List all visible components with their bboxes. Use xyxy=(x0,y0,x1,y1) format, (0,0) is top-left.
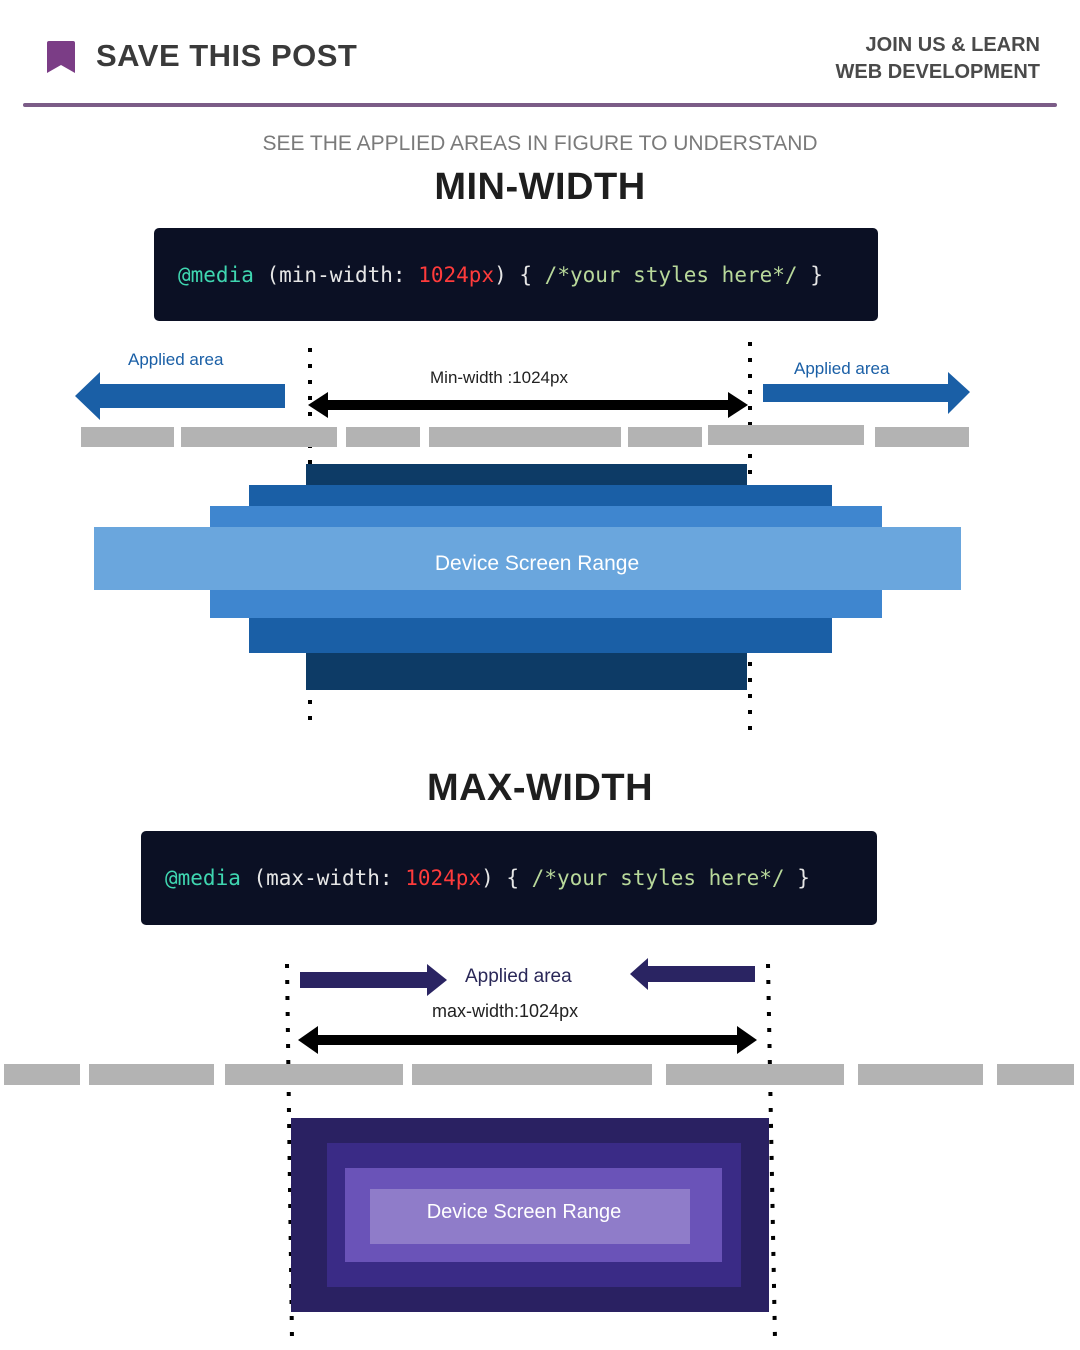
min-width-range-label: Min-width :1024px xyxy=(430,368,568,387)
max-width-diagram: Device Screen Range xyxy=(4,958,1074,1341)
code-number: 1024px xyxy=(405,866,482,890)
subtitle: SEE THE APPLIED AREAS IN FIGURE TO UNDER… xyxy=(262,132,818,155)
code-close: } xyxy=(784,866,810,890)
code-comment: /*your styles here*/ xyxy=(544,262,798,287)
device-screen-range-label: Device Screen Range xyxy=(427,1201,622,1223)
applied-area-right-pointing-arrow xyxy=(300,964,447,996)
applied-area-left-label: Applied area xyxy=(128,350,224,369)
max-width-code-block: @media (max-width: 1024px) { /*your styl… xyxy=(141,831,877,925)
min-width-code-block: @media (min-width: 1024px) { /*your styl… xyxy=(154,228,878,321)
code-number: 1024px xyxy=(418,262,495,287)
code-mid: ) { xyxy=(481,866,532,890)
code-at-media: @media xyxy=(165,866,241,890)
right-boundary-line xyxy=(766,963,777,1341)
box-4 xyxy=(370,1189,690,1244)
code-open: (max-width: xyxy=(240,866,406,890)
applied-area-label: Applied area xyxy=(465,966,572,987)
min-width-double-arrow xyxy=(308,392,748,418)
join-line-2: WEB DEVELOPMENT xyxy=(835,61,1040,83)
band-4 xyxy=(94,527,961,590)
max-width-double-arrow xyxy=(298,1026,757,1054)
min-width-diagram: Device Screen Range xyxy=(75,342,970,736)
join-us-label: JOIN US & LEARN WEB DEVELOPMENT xyxy=(836,32,1040,86)
screen-scale-dashes xyxy=(4,1064,1074,1085)
save-this-post-label: SAVE THIS POST xyxy=(96,38,358,73)
max-width-title: MAX-WIDTH xyxy=(426,767,654,809)
code-open: (min-width: xyxy=(253,262,419,287)
bookmark-icon xyxy=(47,41,75,73)
header-divider xyxy=(23,103,1057,107)
code-mid: ) { xyxy=(494,262,545,287)
min-width-title: MIN-WIDTH xyxy=(434,166,646,208)
screen-scale-dashes xyxy=(81,425,969,447)
code-comment: /*your styles here*/ xyxy=(531,866,785,890)
device-screen-range-label: Device Screen Range xyxy=(435,552,639,575)
code-at-media: @media xyxy=(178,262,254,287)
applied-area-left-pointing-arrow xyxy=(630,958,755,990)
join-line-1: JOIN US & LEARN xyxy=(865,34,1040,56)
applied-area-right-arrow xyxy=(763,372,970,414)
max-width-range-label: max-width:1024px xyxy=(432,1001,579,1021)
applied-area-left-arrow xyxy=(75,372,285,420)
code-close: } xyxy=(797,262,823,287)
applied-area-right-label: Applied area xyxy=(794,359,890,378)
